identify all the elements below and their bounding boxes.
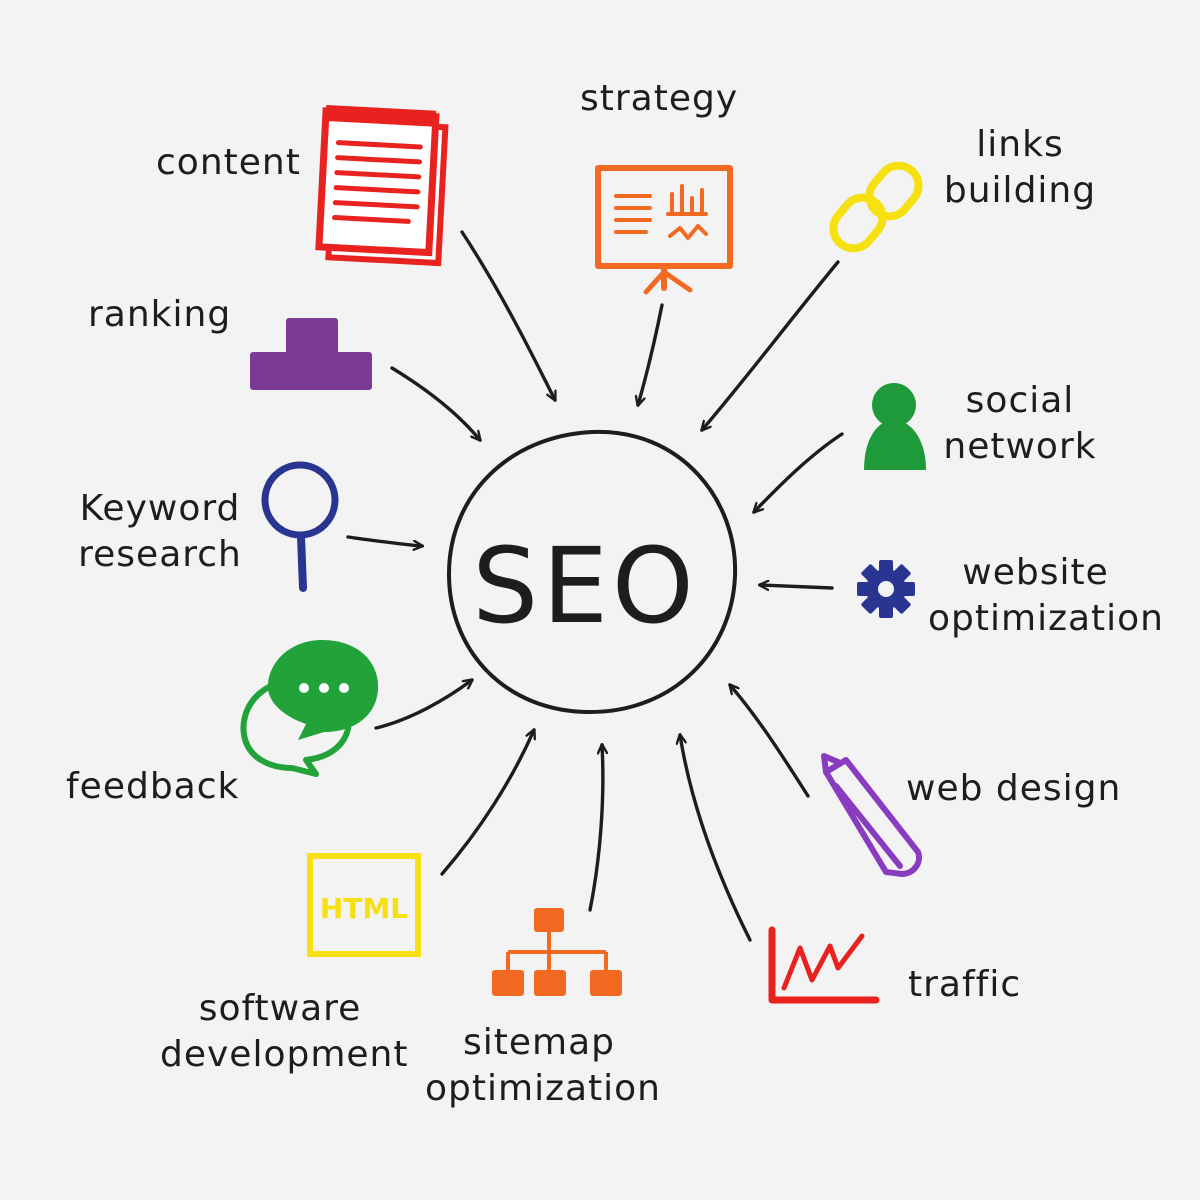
pencil-icon [821,753,922,877]
label-website-optimization: website optimization [928,550,1164,642]
label-ranking-line-1: ranking [88,294,232,335]
arrow-feedback [374,680,472,730]
podium-icon [250,318,372,390]
arrow-ranking [390,366,480,440]
label-links-building: links building [940,122,1100,214]
label-social-network-line-1: social [965,380,1075,421]
arrow-sitemap-optimization [588,745,603,912]
label-traffic: traffic [908,962,1021,1008]
label-web-design: web design [906,766,1121,812]
label-sitemap-optimization-line-1: sitemap [462,1022,615,1063]
arrow-content [460,230,557,400]
label-strategy-line-1: strategy [580,78,739,119]
user-icon [864,383,926,470]
seo-title: SEO [472,525,698,647]
label-content: content [156,140,301,186]
chain-link-icon [829,161,923,253]
label-strategy: strategy [580,76,738,122]
label-sitemap-optimization-line-2: optimization [425,1068,661,1109]
label-software-development-line-1: software [198,988,362,1029]
label-keyword-research: Keyword research [70,486,250,578]
label-feedback: feedback [66,764,239,810]
gear-icon [857,560,915,618]
label-website-optimization-line-2: optimization [928,598,1164,639]
html-icon: HTML [307,853,421,957]
html-icon-label: HTML [320,892,408,925]
label-website-optimization-line-1: website [962,552,1109,593]
label-software-development-line-2: development [160,1034,409,1075]
label-traffic-line-1: traffic [908,964,1022,1005]
label-web-design-line-1: web design [906,768,1122,809]
sitemap-icon [492,908,622,996]
arrow-strategy [638,303,664,405]
label-social-network: social network [940,378,1100,470]
magnifier-icon [261,461,339,592]
notepad-icon [315,104,449,267]
seo-circle [446,429,738,715]
label-social-network-line-2: network [943,426,1097,467]
label-links-building-line-1: links [976,124,1064,165]
presentation-board-icon [595,165,733,295]
arrow-social-network [754,432,844,512]
label-sitemap-optimization: sitemap optimization [425,1020,661,1112]
label-ranking: ranking [88,292,231,338]
label-software-development: software development [160,986,409,1078]
label-content-line-1: content [156,142,301,183]
label-feedback-line-1: feedback [66,766,240,807]
chart-icon [768,926,880,1004]
arrow-software-development [440,730,534,876]
speech-bubbles-icon [240,640,379,777]
arrow-website-optimization [760,585,834,588]
label-links-building-line-2: building [943,170,1097,211]
arrow-web-design [730,685,810,798]
label-keyword-research-line-1: Keyword [79,488,241,529]
arrow-traffic [680,735,752,942]
arrow-links-building [702,260,840,430]
arrow-keyword-research [346,535,422,546]
label-keyword-research-line-2: research [78,534,242,575]
